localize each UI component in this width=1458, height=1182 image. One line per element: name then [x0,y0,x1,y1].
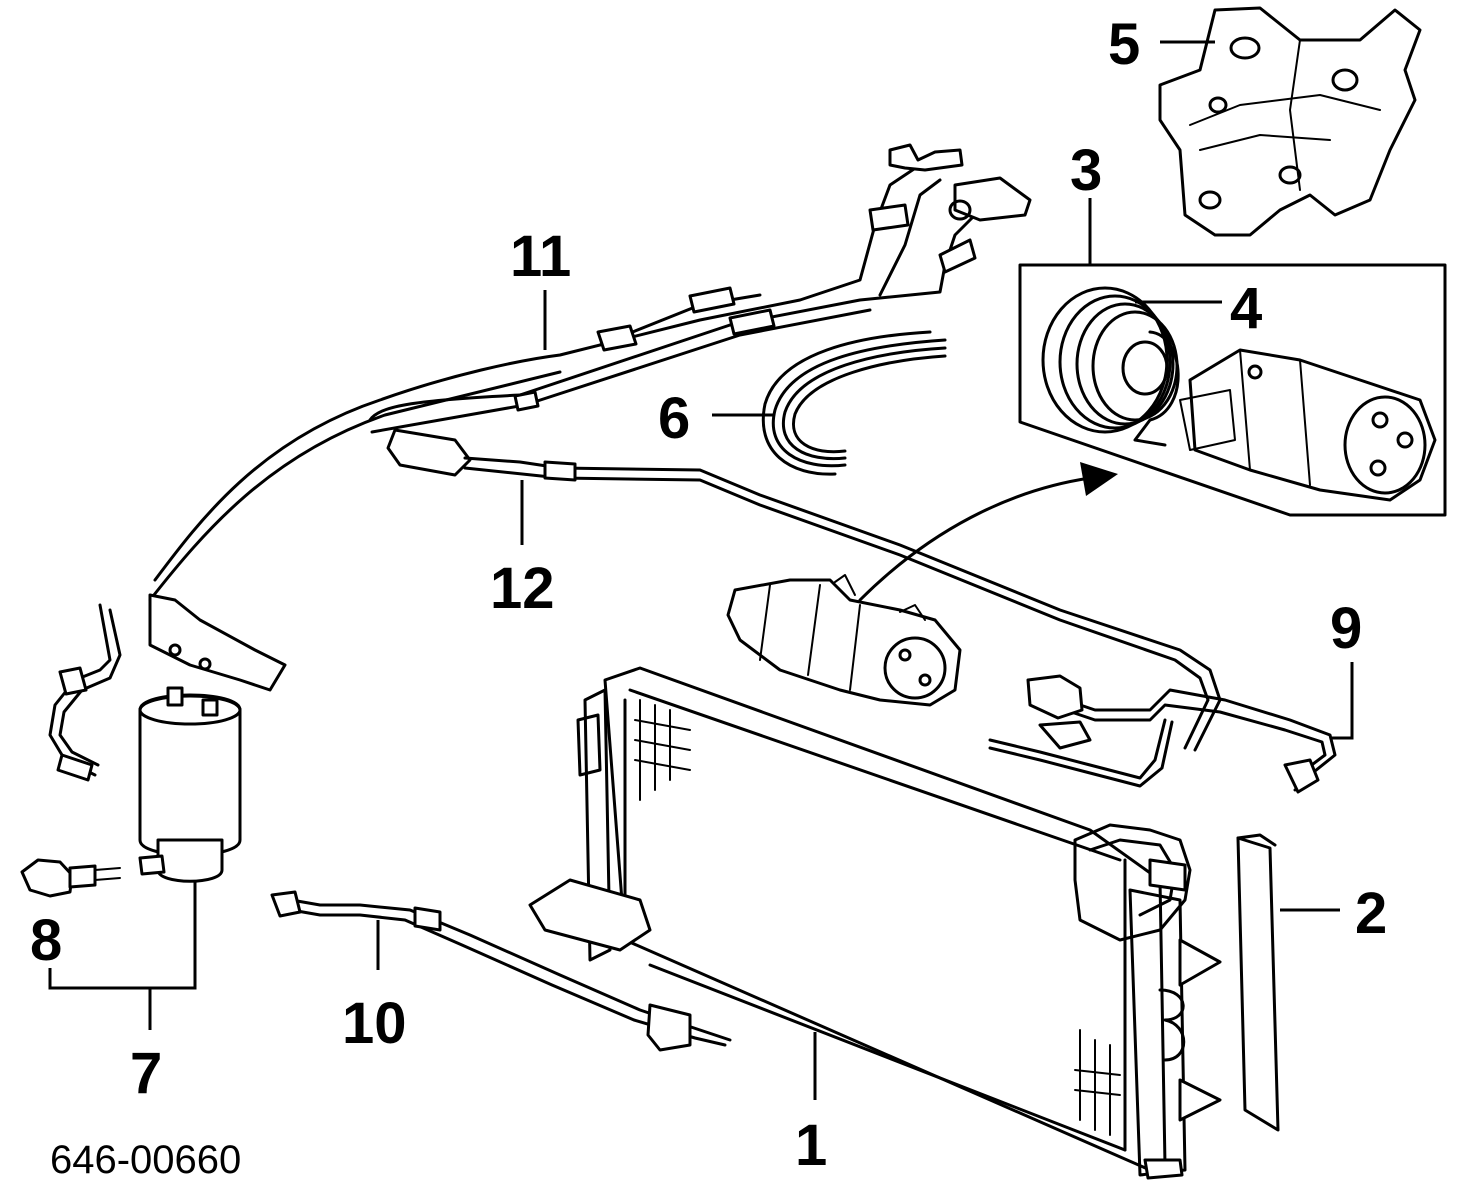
detail-arrow [858,462,1118,602]
callout-10: 10 [342,991,407,1056]
compressor-installed [726,574,962,707]
callout-8: 8 [30,908,63,973]
callout-4: 4 [1230,276,1263,341]
callout-3: 3 [1070,138,1103,203]
drive-belt [761,330,947,476]
diagram-part-number: 646-00660 [50,1138,242,1182]
pressure-switch [20,858,121,898]
manifold-hose-assembly [148,143,1222,752]
callout-1: 1 [795,1113,828,1178]
compressor-bracket [1158,6,1422,237]
discharge-hose [988,674,1337,794]
seal-strip [1236,833,1280,1132]
clutch-pulley [1041,286,1180,447]
receiver-drier [138,686,242,883]
compressor-detail-box [1018,263,1447,517]
callout-9: 9 [1330,596,1363,661]
callout-5: 5 [1108,12,1141,77]
condenser [528,666,1222,1180]
callout-7: 7 [130,1041,163,1106]
callout-12: 12 [490,556,555,621]
callout-6: 6 [658,386,691,451]
liquid-line [270,890,732,1052]
liquid-line-left [48,593,287,782]
callout-11: 11 [510,224,572,289]
compressor-body [1179,348,1437,502]
callout-2: 2 [1355,881,1388,946]
leader-lines [48,40,1354,1100]
